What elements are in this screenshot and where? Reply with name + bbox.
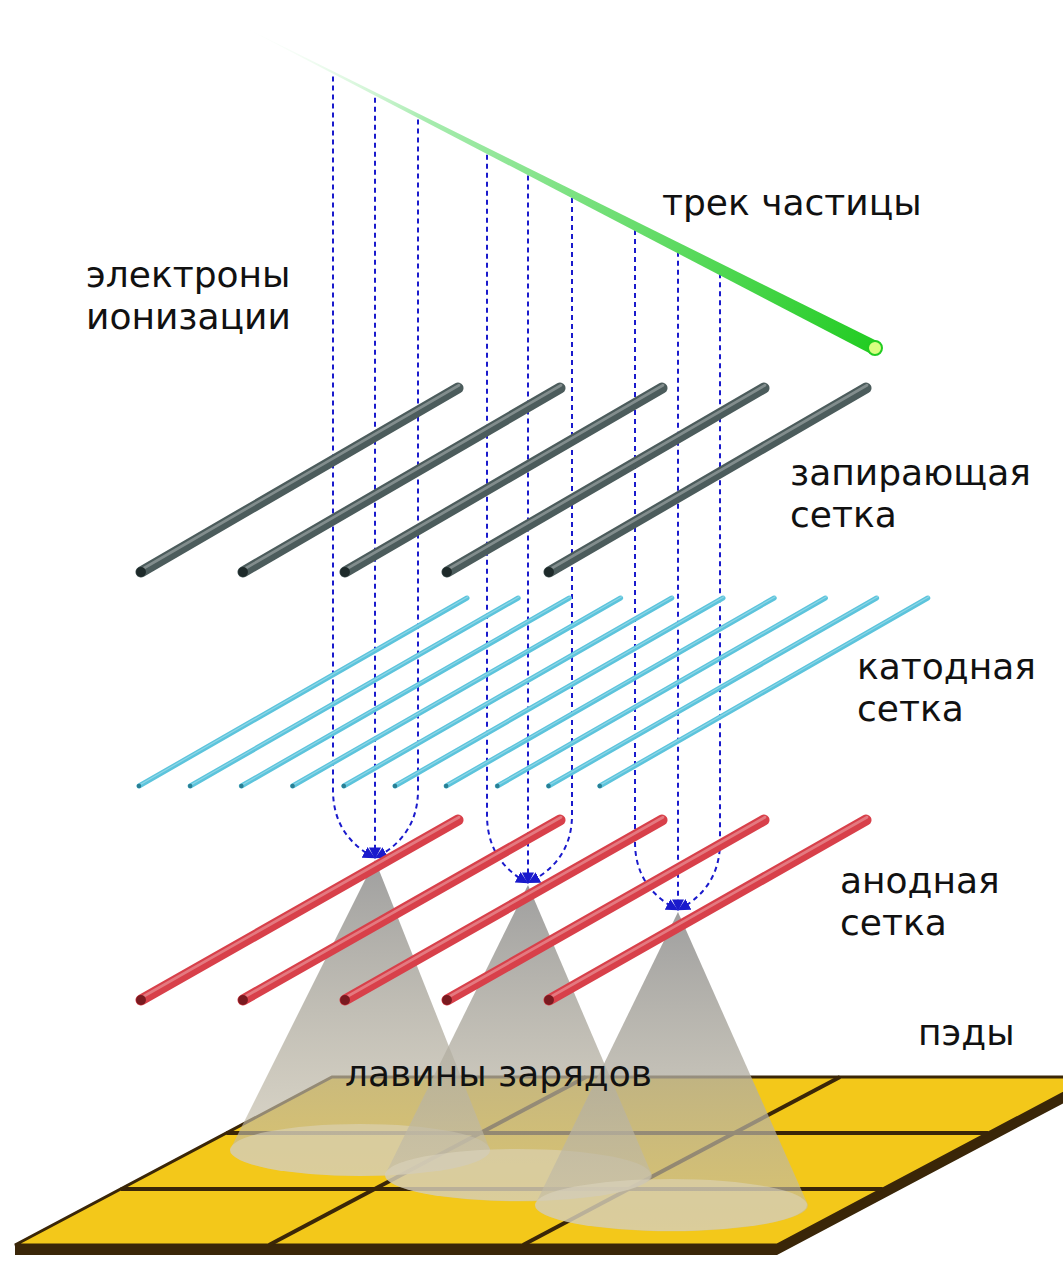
cathode-wire-end [188,784,193,789]
electron-drift-path [677,252,679,909]
gating-wire-end [340,567,350,577]
anode-grid-wires [136,817,867,1005]
electron-drift-path [530,198,572,882]
cathode-grid-wires [137,597,929,789]
gating-wire-end [544,567,554,577]
diagram-label: электроны ионизации [86,254,326,338]
anode-wire-end [442,995,452,1005]
diagram-label: катодная сетка [857,646,1057,730]
anode-wire-end [136,995,146,1005]
cathode-wire-highlight [550,597,878,785]
cathode-wire-end [239,784,244,789]
cathode-wire-highlight [242,597,570,785]
gating-wire-end [238,567,248,577]
cathode-wire-highlight [345,597,673,785]
electron-drift-path [374,98,376,857]
diagram-label: лавины зарядов [345,1053,685,1095]
diagram-label: пэды [918,1012,1058,1054]
anode-wire-highlight [550,817,867,997]
electron-drift-path [680,273,720,909]
gating-wire-end [136,567,146,577]
cathode-wire-end [137,784,142,789]
cathode-wire-highlight [447,597,775,785]
cathode-wire-end [598,784,603,789]
diagram-label: анодная сетка [840,860,1055,944]
cathode-wire-end [546,784,551,789]
charge-avalanches [230,860,808,1231]
electron-drift-path [635,230,676,909]
electron-drift-path [333,76,373,857]
diagram-label: запирающая сетка [790,452,1055,536]
cathode-wire-end [393,784,398,789]
cathode-wire-end [495,784,500,789]
gating-grid-wires [136,385,867,577]
ionization-electron-paths [333,76,720,909]
anode-wire-end [340,995,350,1005]
anode-wire [549,820,866,1000]
diagram-label: трек частицы [662,182,1042,224]
cathode-wire-highlight [294,597,622,785]
anode-wire-end [238,995,248,1005]
cathode-wire-highlight [140,597,468,785]
cathode-wire-highlight [396,597,724,785]
cathode-wire-end [290,784,295,789]
cathode-wire-highlight [191,597,519,785]
gating-wire-end [442,567,452,577]
cathode-wire-end [342,784,347,789]
cathode-wire-end [444,784,449,789]
anode-wire-end [544,995,554,1005]
cathode-wire-highlight [498,597,826,785]
